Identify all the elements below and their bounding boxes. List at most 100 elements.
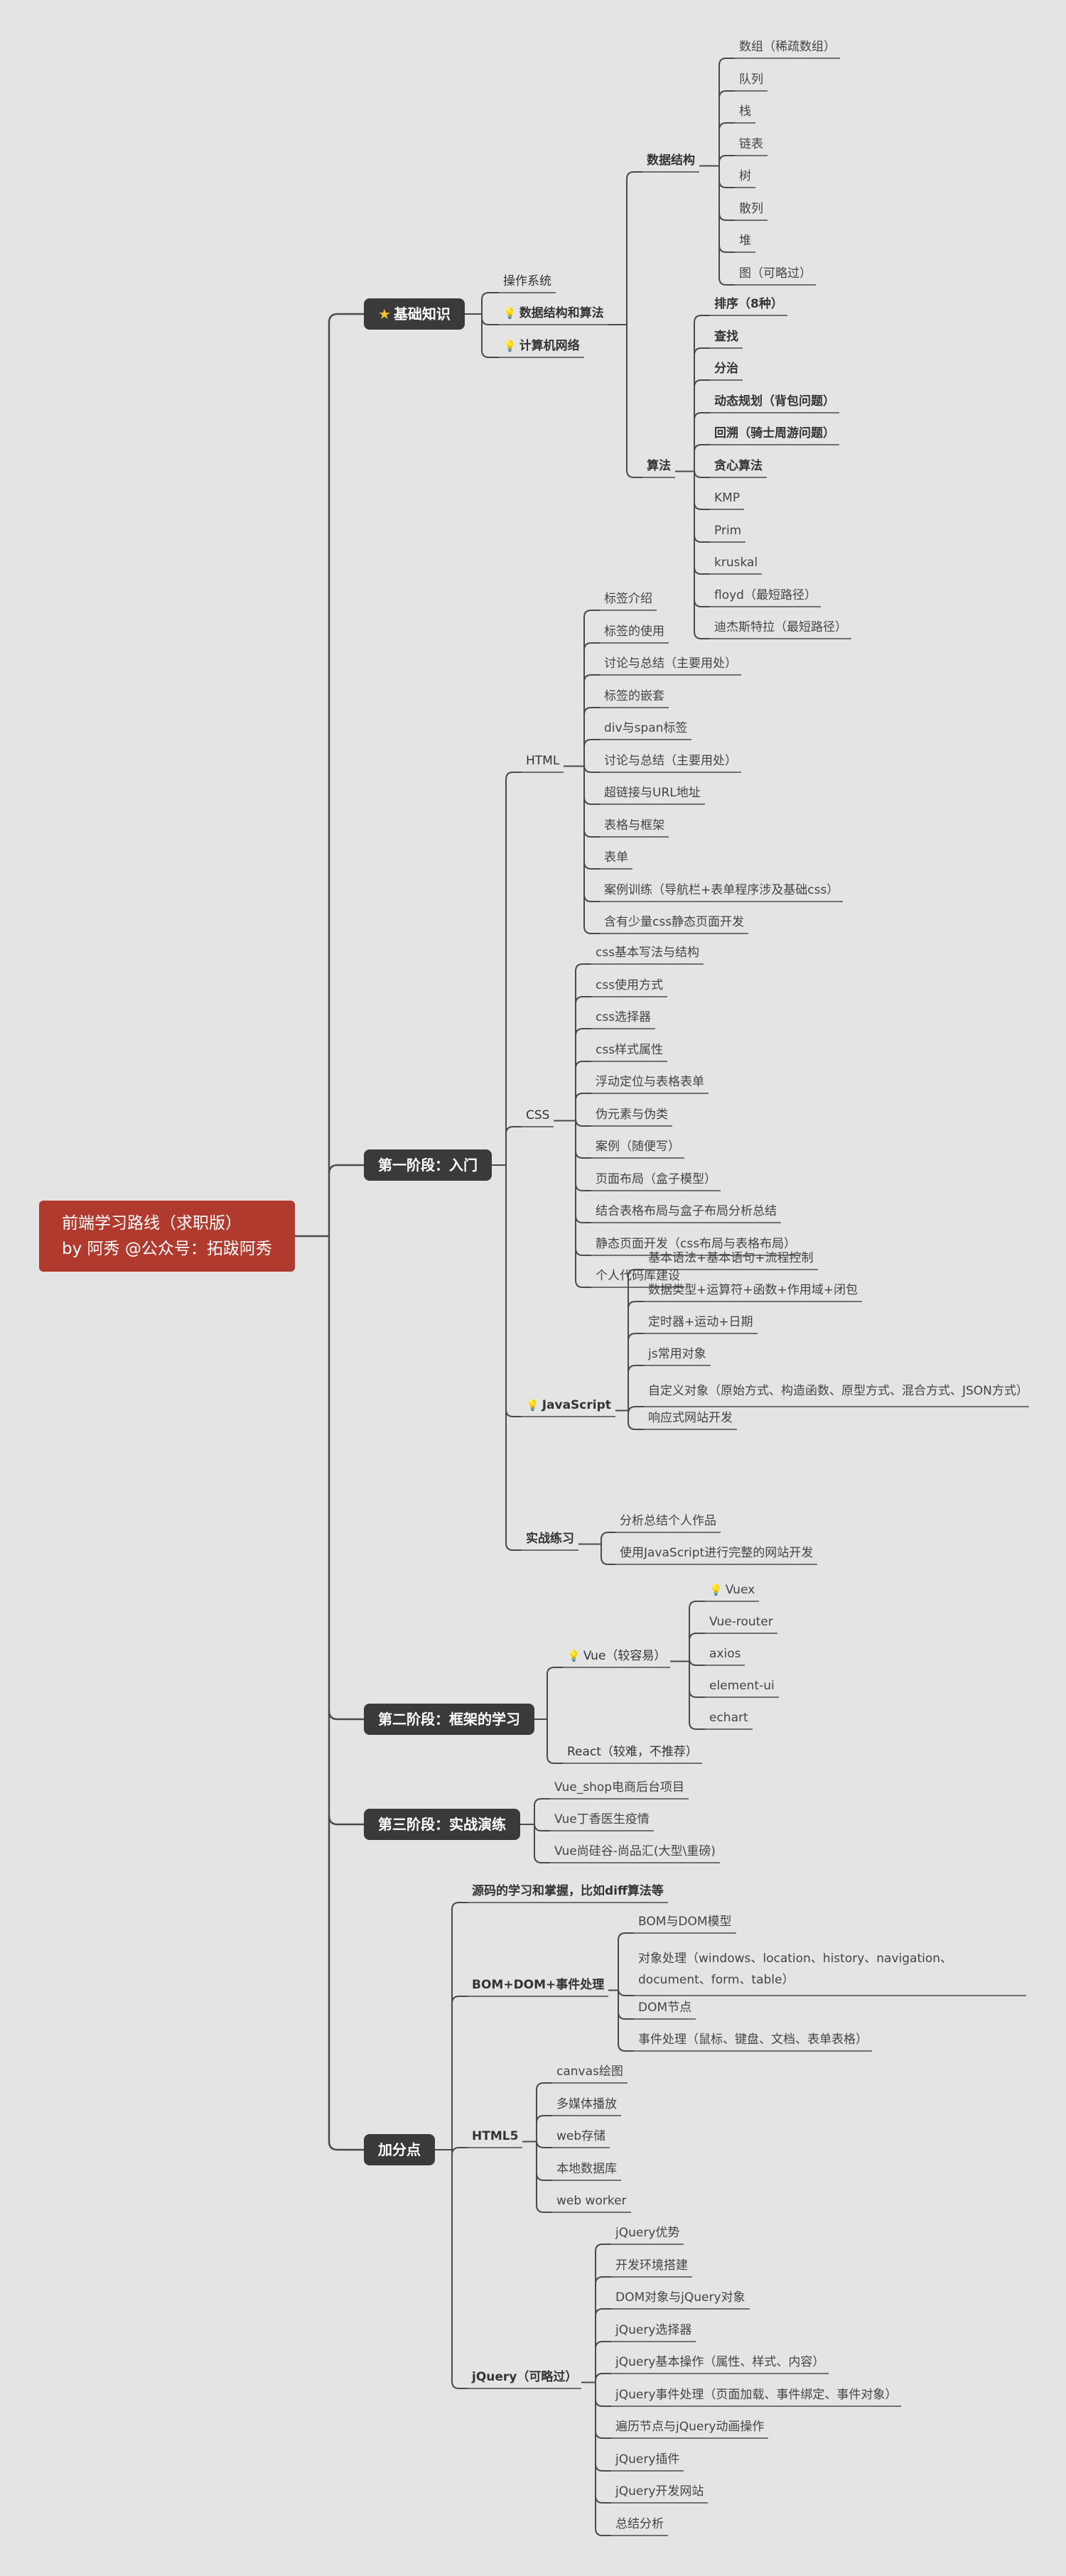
leaf-item[interactable]: Vue尚硅谷-尚品汇(大型\重磅)	[554, 1844, 716, 1858]
leaf-item[interactable]: Vue丁香医生疫情	[554, 1812, 650, 1827]
leaf-item[interactable]: 伪元素与伪类	[596, 1107, 668, 1122]
leaf-item[interactable]: css选择器	[596, 1010, 652, 1024]
leaf-item[interactable]: 堆	[739, 234, 751, 248]
topic-practice[interactable]: 实战练习	[526, 1532, 574, 1546]
leaf-item[interactable]: 排序（8种）	[714, 297, 783, 311]
leaf-item[interactable]: div与span标签	[604, 721, 688, 735]
leaf-item[interactable]: 案例（随便写）	[596, 1140, 680, 1154]
topic-dsa[interactable]: 💡数据结构和算法	[503, 306, 604, 320]
leaf-item[interactable]: 静态页面开发（css布局与表格布局）	[596, 1236, 797, 1251]
leaf-item[interactable]: 分析总结个人作品	[620, 1514, 716, 1528]
leaf-item[interactable]: Vue_shop电商后台项目	[554, 1780, 685, 1795]
leaf-item[interactable]: KMP	[714, 491, 741, 505]
leaf-item[interactable]: 开发环境搭建	[615, 2258, 688, 2273]
leaf-item[interactable]: 结合表格布局与盒子布局分析总结	[596, 1204, 777, 1218]
leaf-item[interactable]: 基本语法+基本语句+流程控制	[648, 1251, 814, 1265]
leaf-item[interactable]: 讨论与总结（主要用处）	[604, 656, 737, 671]
leaf-item[interactable]: 遍历节点与jQuery动画操作	[615, 2420, 765, 2434]
topic-bom-dom[interactable]: BOM+DOM+事件处理	[472, 1978, 605, 1992]
branch-basics[interactable]: ★基础知识	[364, 298, 465, 330]
leaf-item[interactable]: 查找	[714, 329, 738, 344]
leaf-item[interactable]: 个人代码库建设	[596, 1269, 680, 1283]
leaf-item[interactable]: 多媒体播放	[556, 2096, 617, 2111]
topic-network[interactable]: 💡计算机网络	[503, 339, 580, 353]
leaf-item[interactable]: kruskal	[714, 556, 758, 570]
leaf-item[interactable]: DOM对象与jQuery对象	[615, 2290, 745, 2305]
leaf-item[interactable]: jQuery开发网站	[615, 2484, 704, 2499]
leaf-item[interactable]: 总结分析	[615, 2516, 664, 2531]
leaf-item[interactable]: Vue-router	[709, 1615, 773, 1629]
leaf-item[interactable]: 响应式网站开发	[648, 1411, 733, 1425]
leaf-item[interactable]: css样式属性	[596, 1042, 664, 1057]
leaf-item[interactable]: 标签的嵌套	[604, 688, 664, 703]
leaf-item[interactable]: echart	[709, 1711, 748, 1725]
branch-stage3-projects[interactable]: 第三阶段：实战演练	[364, 1809, 520, 1840]
leaf-item[interactable]: js常用对象	[648, 1347, 706, 1361]
topic-os[interactable]: 操作系统	[503, 274, 551, 288]
leaf-item[interactable]: Prim	[714, 523, 742, 538]
topic-html5[interactable]: HTML5	[472, 2129, 519, 2143]
leaf-item[interactable]: jQuery选择器	[615, 2322, 692, 2337]
leaf-item[interactable]: jQuery事件处理（页面加载、事件绑定、事件对象）	[615, 2387, 898, 2402]
leaf-item[interactable]: 标签介绍	[604, 592, 652, 606]
leaf-item[interactable]: 含有少量css静态页面开发	[604, 915, 745, 929]
leaf-item[interactable]: 队列	[739, 72, 763, 87]
topic-vue[interactable]: 💡Vue（较容易）	[567, 1649, 667, 1663]
leaf-item[interactable]: 超链接与URL地址	[604, 786, 701, 800]
topic-javascript[interactable]: 💡JavaScript	[526, 1398, 611, 1412]
leaf-item[interactable]: 表单	[604, 850, 628, 865]
topic-source-code[interactable]: 源码的学习和掌握，比如diff算法等	[472, 1884, 664, 1898]
leaf-item[interactable]: 定时器+运动+日期	[648, 1315, 753, 1329]
leaf-item[interactable]: jQuery插件	[615, 2452, 680, 2467]
leaf-item[interactable]: floyd（最短路径）	[714, 588, 817, 602]
leaf-item[interactable]: 标签的使用	[604, 624, 664, 639]
topic-jquery[interactable]: jQuery（可略过）	[472, 2370, 578, 2384]
leaf-item[interactable]: 案例训练（导航栏+表单程序涉及基础css）	[604, 882, 839, 897]
bulb-icon: 💡	[503, 307, 517, 320]
leaf-item[interactable]: canvas绘图	[556, 2064, 623, 2079]
leaf-item[interactable]: 迪杰斯特拉（最短路径）	[714, 620, 847, 634]
branch-stage1-intro[interactable]: 第一阶段：入门	[364, 1149, 492, 1181]
branch-bonus[interactable]: 加分点	[364, 2134, 435, 2165]
leaf-item[interactable]: web worker	[556, 2194, 627, 2208]
topic-react[interactable]: React（较难，不推荐）	[567, 1745, 698, 1759]
leaf-item[interactable]: web存储	[556, 2129, 606, 2143]
leaf-item[interactable]: 表格与框架	[604, 818, 664, 833]
leaf-item[interactable]: 自定义对象（原始方式、构造函数、原型方式、混合方式、JSON方式）	[648, 1384, 1028, 1398]
leaf-item[interactable]: 本地数据库	[556, 2161, 617, 2176]
leaf-item[interactable]: element-ui	[709, 1679, 775, 1693]
leaf-item[interactable]: 动态规划（背包问题）	[714, 394, 835, 408]
leaf-item[interactable]: 回溯（骑士周游问题）	[714, 426, 835, 440]
leaf-item[interactable]: 贪心算法	[714, 458, 763, 473]
topic-data-structures[interactable]: 数据结构	[647, 153, 695, 168]
leaf-item[interactable]: 链表	[739, 136, 763, 151]
leaf-item[interactable]: 分治	[714, 362, 738, 376]
leaf-item[interactable]: 浮动定位与表格表单	[596, 1075, 704, 1089]
leaf-item[interactable]: BOM与DOM模型	[638, 1915, 732, 1929]
leaf-item[interactable]: 页面布局（盒子模型）	[596, 1171, 716, 1186]
leaf-item[interactable]: jQuery优势	[615, 2226, 680, 2240]
topic-html[interactable]: HTML	[526, 754, 560, 768]
root-topic[interactable]: 前端学习路线（求职版） by 阿秀 @公众号：拓跋阿秀	[39, 1201, 295, 1272]
leaf-item[interactable]: 栈	[739, 104, 751, 119]
leaf-item[interactable]: DOM节点	[638, 2001, 692, 2015]
leaf-item[interactable]: 树	[739, 169, 751, 183]
topic-algorithms[interactable]: 算法	[647, 459, 671, 473]
leaf-item[interactable]: 💡Vuex	[709, 1583, 755, 1597]
connector-line	[618, 1932, 634, 1941]
branch-stage2-frameworks[interactable]: 第二阶段：框架的学习	[364, 1704, 534, 1735]
leaf-item[interactable]: 散列	[739, 201, 763, 216]
leaf-item[interactable]: 对象处理（windows、location、history、navigation…	[638, 1952, 953, 1987]
leaf-item[interactable]: css基本写法与结构	[596, 946, 700, 960]
leaf-item[interactable]: 使用JavaScript进行完整的网站开发	[620, 1546, 814, 1560]
leaf-item[interactable]: 数据类型+运算符+函数+作用域+闭包	[648, 1283, 858, 1297]
connector-line	[628, 1365, 644, 1373]
leaf-item[interactable]: jQuery基本操作（属性、样式、内容）	[615, 2355, 825, 2369]
topic-css[interactable]: CSS	[526, 1108, 550, 1122]
leaf-item[interactable]: 讨论与总结（主要用处）	[604, 753, 737, 768]
leaf-item[interactable]: 数组（稀疏数组）	[739, 40, 836, 54]
leaf-item[interactable]: 图（可略过）	[739, 266, 812, 281]
leaf-item[interactable]: 事件处理（鼠标、键盘、文档、表单表格）	[638, 2033, 868, 2047]
leaf-item[interactable]: css使用方式	[596, 978, 664, 992]
leaf-item[interactable]: axios	[709, 1647, 741, 1661]
